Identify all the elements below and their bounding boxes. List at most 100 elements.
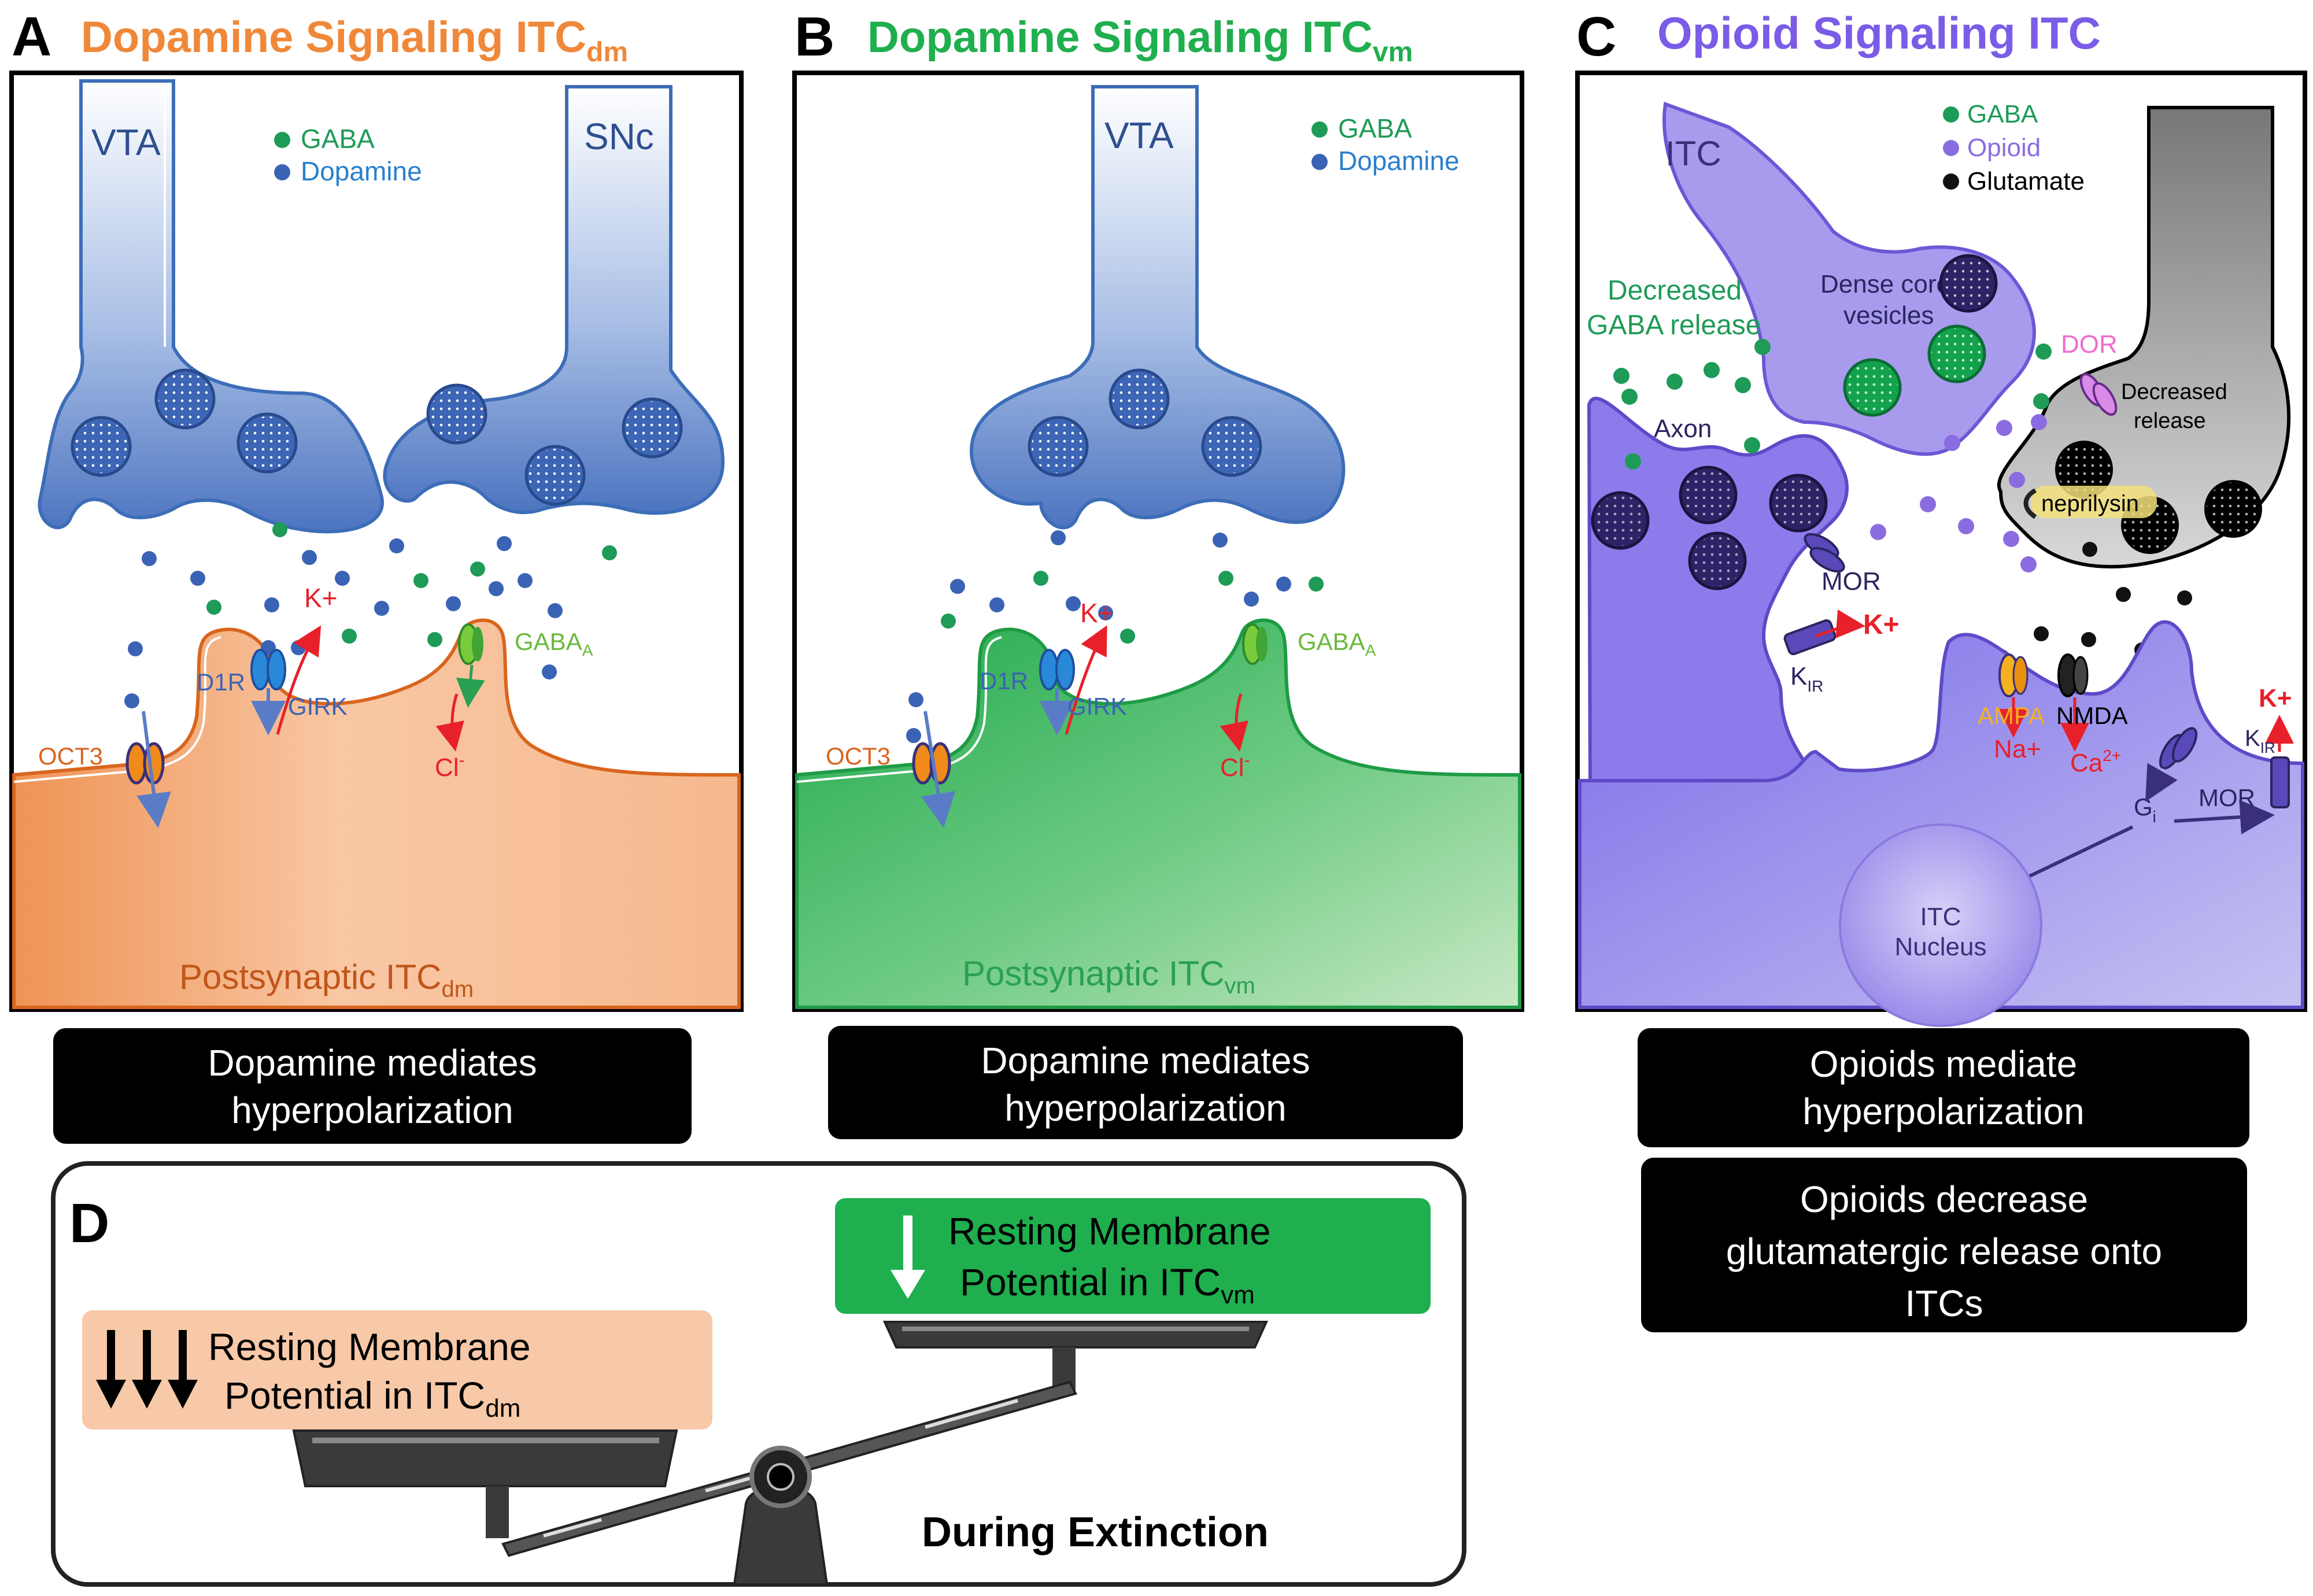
ions-b xyxy=(906,530,1324,743)
panel-a-letter: A xyxy=(12,6,51,68)
kir-label-left: KIR xyxy=(1790,662,1823,695)
caption-b-line1: Dopamine mediates xyxy=(981,1040,1310,1081)
kplus-right-c: K+ xyxy=(2259,684,2292,712)
dopamine-legend-dot-b xyxy=(1311,154,1328,170)
na-label: Na+ xyxy=(1994,735,2041,763)
gaba-legend-dot-b xyxy=(1311,121,1328,138)
panel-b: B Dopamine Signaling ITCvm VTA GABA Dopa… xyxy=(792,6,1524,1139)
legend-glutamate-c: Glutamate xyxy=(1967,167,2085,195)
neprilysin-highlight xyxy=(2031,486,2157,518)
decreased-release-line2: release xyxy=(2134,409,2206,433)
legend-opioid-c: Opioid xyxy=(1967,134,2041,162)
dense-core-vesicles xyxy=(1843,254,1998,417)
ampa-label: AMPA xyxy=(1978,702,2045,729)
d1r-label-a: D1R xyxy=(197,668,245,696)
legend-dopamine-a: Dopamine xyxy=(301,156,422,186)
vta-terminal-a xyxy=(38,79,384,534)
vta-label-a: VTA xyxy=(91,121,161,163)
post-label-a: Postsynaptic ITCdm xyxy=(179,958,474,1002)
panel-d-letter: D xyxy=(69,1192,109,1254)
vta-label-b: VTA xyxy=(1104,114,1174,156)
kplus-arrow-a xyxy=(276,625,322,735)
cl-label-a: Cl- xyxy=(435,751,465,782)
caption-box-b xyxy=(828,1026,1463,1139)
caption-a-line1: Dopamine mediates xyxy=(208,1042,537,1084)
glutamate-vesicles xyxy=(2055,441,2262,554)
post-label-b: Postsynaptic ITCvm xyxy=(962,954,1255,999)
kplus-left-c: K+ xyxy=(1863,609,1900,640)
dopamine-legend-dot-a xyxy=(274,164,290,180)
axon-label: Axon xyxy=(1654,415,1712,443)
panel-a-title: Dopamine Signaling ITCdm xyxy=(81,13,628,68)
d1r-receptor-a xyxy=(250,649,270,690)
caption-box-a xyxy=(53,1028,692,1144)
nmda-label: NMDA xyxy=(2056,702,2128,729)
kplus-label-a: K+ xyxy=(304,583,338,613)
triple-down-arrow-icon xyxy=(96,1330,198,1409)
legend-gaba-c: GABA xyxy=(1967,100,2038,128)
mor-label-top: MOR xyxy=(1821,567,1881,596)
ca-label: Ca2+ xyxy=(2070,747,2121,777)
d1r-receptor-b xyxy=(1039,649,1059,690)
dense-core-line1: Dense core xyxy=(1820,270,1950,298)
legend-dopamine-b: Dopamine xyxy=(1338,146,1460,176)
snc-label-a: SNc xyxy=(584,116,654,157)
nucleus-line2: Nucleus xyxy=(1895,933,1987,961)
postsynaptic-itc-dm xyxy=(12,618,741,1009)
caption-a-line2: hyperpolarization xyxy=(231,1089,513,1131)
postsynaptic-itc-vm xyxy=(795,618,1521,1009)
balance-scale xyxy=(292,1321,1269,1586)
during-extinction-label: During Extinction xyxy=(922,1509,1269,1556)
gaba-particles-c xyxy=(1613,339,2052,470)
vesicles-a xyxy=(71,368,683,506)
oct3-label-b: OCT3 xyxy=(826,742,891,770)
mor-label-bottom: MOR xyxy=(2199,784,2255,811)
caption-box-c1 xyxy=(1638,1028,2249,1147)
panel-c: C Opioid Signaling ITC GABA Opioid Gluta… xyxy=(1575,6,2307,1332)
rmp-dm-line1: Resting Membrane xyxy=(208,1325,531,1368)
panel-b-title: Dopamine Signaling ITCvm xyxy=(867,13,1413,68)
legend-gaba-b: GABA xyxy=(1338,113,1412,143)
caption-b-line2: hyperpolarization xyxy=(1004,1087,1286,1129)
vesicles-b xyxy=(1028,368,1262,477)
cl-label-b: Cl- xyxy=(1220,751,1250,782)
gabaa-label-b: GABAA xyxy=(1298,628,1376,659)
panel-d: D Resting Membrane Potential in ITCvm Re… xyxy=(51,1161,1466,1587)
cl-arrow-a xyxy=(435,693,464,752)
decreased-gaba-line1: Decreased xyxy=(1608,275,1742,306)
oct3-label-a: OCT3 xyxy=(38,742,103,770)
caption-c2-line1: Opioids decrease xyxy=(1800,1178,2088,1220)
panel-a: A Dopamine Signaling ITCdm VTA SNc GABA … xyxy=(9,6,744,1144)
nucleus-line1: ITC xyxy=(1920,903,1961,931)
rmp-dm-line2: Potential in ITCdm xyxy=(224,1374,520,1423)
rmp-vm-box xyxy=(835,1198,1431,1314)
opioid-particles-c xyxy=(1870,414,2151,725)
gabaa-label-a: GABAA xyxy=(515,628,593,659)
oct3-transporter-b xyxy=(912,742,934,785)
d1r-label-b: D1R xyxy=(980,667,1028,694)
decreased-release-line1: Decreased xyxy=(2121,380,2227,404)
dor-label: DOR xyxy=(2061,330,2118,359)
dense-core-line2: vesicles xyxy=(1843,301,1934,330)
girk-label-a: GIRK xyxy=(288,693,348,720)
caption-c2-line3: ITCs xyxy=(1905,1283,1983,1324)
caption-box-c2 xyxy=(1641,1158,2247,1332)
rmp-vm-line2: Potential in ITCvm xyxy=(960,1261,1255,1309)
legend-gaba-a: GABA xyxy=(301,124,375,154)
panel-b-letter: B xyxy=(795,6,834,68)
girk-label-b: GIRK xyxy=(1067,693,1127,720)
kir-channel-right xyxy=(2270,756,2290,808)
itc-nucleus xyxy=(1839,823,2042,1027)
kplus-label-b: K+ xyxy=(1080,598,1114,628)
gaba-legend-dot-a xyxy=(274,132,290,148)
neprilysin-label: neprilysin xyxy=(2041,491,2139,516)
rmp-vm-line1: Resting Membrane xyxy=(948,1210,1271,1253)
decreased-gaba-line2: GABA release xyxy=(1587,310,1761,341)
caption-c2-line2: glutamatergic release onto xyxy=(1726,1231,2162,1272)
caption-c1-line2: hyperpolarization xyxy=(1802,1091,2084,1132)
oct3-transporter-a xyxy=(125,742,147,785)
caption-c1-line1: Opioids mediate xyxy=(1810,1043,2077,1085)
axon-vesicles xyxy=(1591,466,1828,590)
rmp-dm-box xyxy=(82,1310,712,1429)
itc-label-c: ITC xyxy=(1665,134,1721,173)
